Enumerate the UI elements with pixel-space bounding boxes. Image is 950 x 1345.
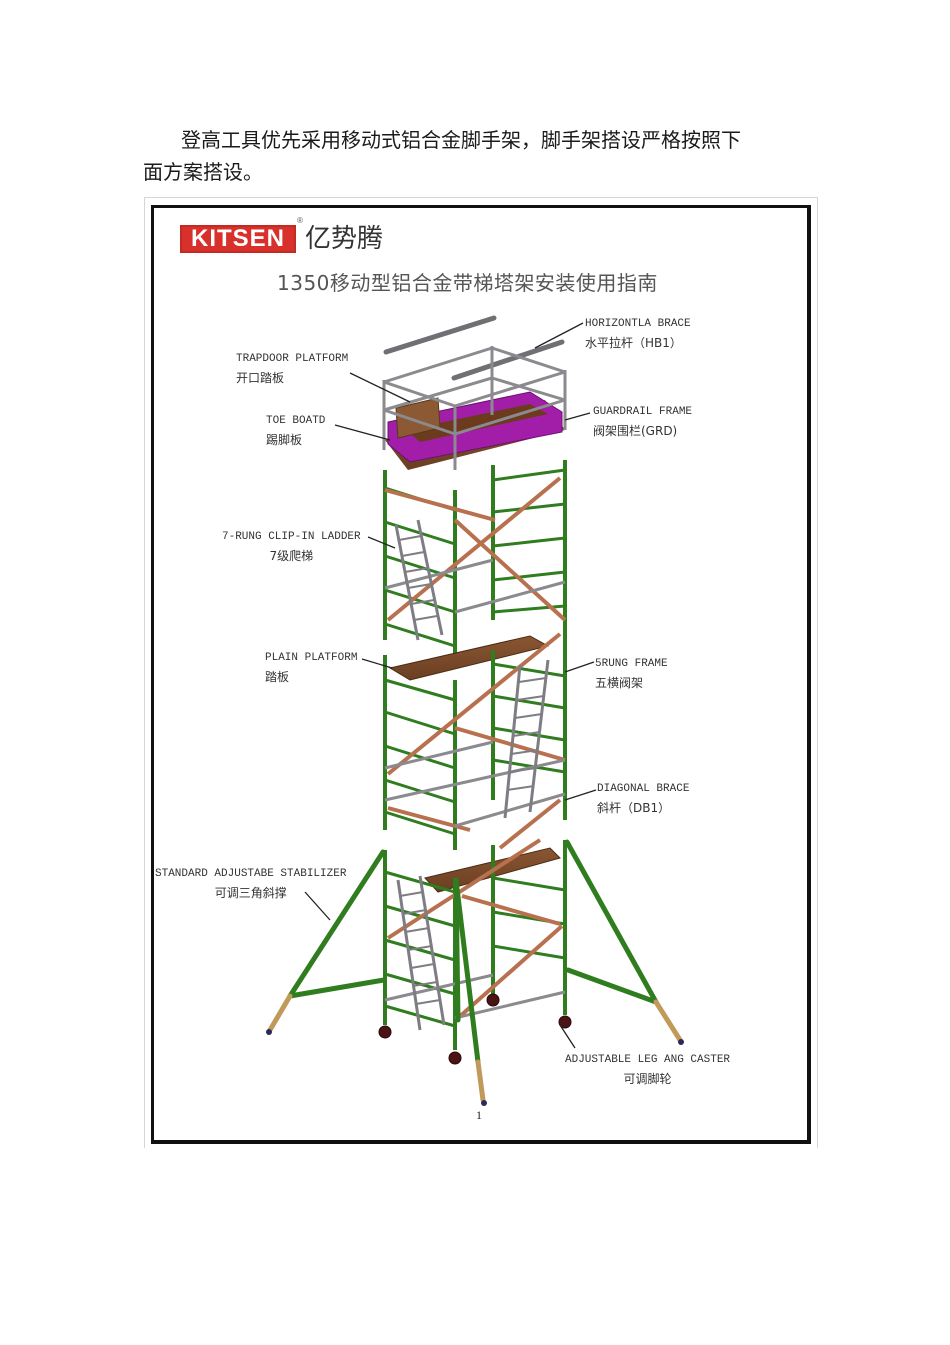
label-cn: 五横阀架 <box>595 676 644 690</box>
brand-name-cn: 亿势腾 <box>305 224 384 254</box>
label-cn: 阀架围栏(GRD) <box>593 424 678 438</box>
plain-platform-middle <box>388 635 550 681</box>
label-cn: 踢脚板 <box>266 433 303 447</box>
label-plain-platform: PLAIN PLATFORM 踏板 <box>265 649 357 687</box>
label-clip-in-ladder: 7-RUNG CLIP-IN LADDER 7级爬梯 <box>222 528 361 566</box>
label-cn: 可调三角斜撑 <box>214 886 287 900</box>
caster-wheels <box>378 993 572 1065</box>
kitsen-logo: KITSEN <box>180 225 296 253</box>
stabilizer-foot-pads <box>266 1029 684 1106</box>
intro-paragraph: 登高工具优先采用移动式铝合金脚手架，脚手架搭设严格按照下 面方案搭设。 <box>143 124 783 188</box>
label-en: TRAPDOOR PLATFORM <box>236 353 349 365</box>
label-en: ADJUSTABLE LEG ANG CASTER <box>565 1054 731 1066</box>
label-en: 5RUNG FRAME <box>595 658 668 670</box>
figure-page-number: 1 <box>476 1108 482 1122</box>
label-toe-board: TOE BOATD 踢脚板 <box>266 412 325 450</box>
paragraph-line-2: 面方案搭设。 <box>143 160 263 184</box>
label-leg-caster: ADJUSTABLE LEG ANG CASTER 可调脚轮 <box>565 1051 730 1089</box>
label-en: 7-RUNG CLIP-IN LADDER <box>222 531 361 543</box>
label-cn: 水平拉杆（HB1） <box>585 336 682 350</box>
horizontal-brace-parts <box>383 315 565 381</box>
upper-horizontal-rails <box>384 558 566 614</box>
upper-frame-section <box>383 460 567 660</box>
label-cn: 可调脚轮 <box>623 1072 672 1086</box>
callout-leader-lines <box>304 322 597 1049</box>
label-en: HORIZONTLA BRACE <box>585 318 691 330</box>
label-cn: 开口踏板 <box>236 371 285 385</box>
stabilizer-arms <box>287 839 659 1065</box>
bottom-diagonal-braces <box>386 838 564 1020</box>
label-en: DIAGONAL BRACE <box>597 783 690 795</box>
stabilizer-feet <box>267 993 683 1103</box>
paragraph-line-1: 登高工具优先采用移动式铝合金脚手架，脚手架搭设严格按照下 <box>181 128 741 152</box>
label-cn: 斜杆（DB1） <box>597 801 671 815</box>
label-cn: 踏板 <box>265 670 290 684</box>
label-diagonal-brace: DIAGONAL BRACE 斜杆（DB1） <box>597 780 689 818</box>
bottom-ladder <box>396 875 446 1031</box>
middle-ladder <box>503 659 550 819</box>
label-trapdoor-platform: TRAPDOOR PLATFORM 开口踏板 <box>236 350 348 388</box>
label-guardrail-frame: GUARDRAIL FRAME 阀架围栏(GRD) <box>593 403 692 441</box>
registered-mark: ® <box>297 216 303 225</box>
label-stabilizer: STANDARD ADJUSTABE STABILIZER 可调三角斜撑 <box>155 865 346 903</box>
middle-diagonal-braces <box>386 632 566 850</box>
label-en: PLAIN PLATFORM <box>265 652 358 664</box>
label-5rung-frame: 5RUNG FRAME 五横阀架 <box>595 655 668 693</box>
guardrail-platform-assembly <box>382 346 567 470</box>
label-cn: 7级爬梯 <box>269 549 314 563</box>
label-en: TOE BOATD <box>266 415 326 427</box>
figure-frame <box>151 205 811 1144</box>
label-en: GUARDRAIL FRAME <box>593 406 693 418</box>
upper-ladder <box>394 519 444 641</box>
guide-title: 1350移动型铝合金带梯塔架安装使用指南 <box>277 271 658 295</box>
label-horizontal-brace: HORIZONTLA BRACE 水平拉杆（HB1） <box>585 315 691 353</box>
label-en: STANDARD ADJUSTABE STABILIZER <box>155 868 347 880</box>
upper-diagonal-braces <box>384 476 567 622</box>
